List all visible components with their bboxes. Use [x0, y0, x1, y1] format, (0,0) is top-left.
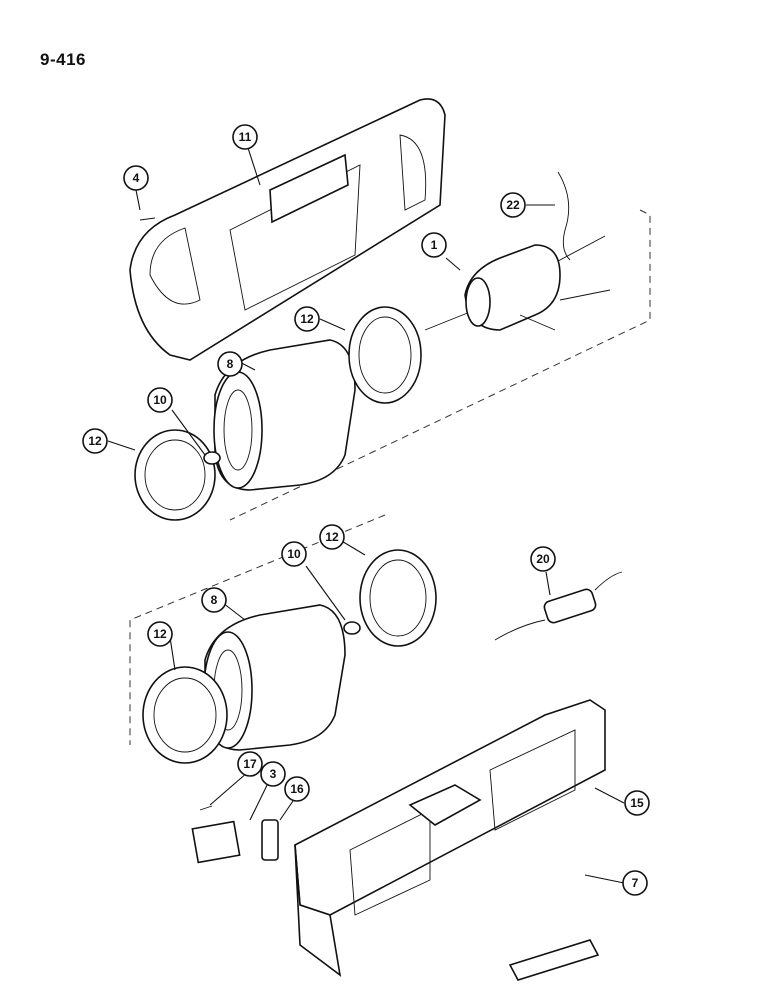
callout-17: 17 [237, 751, 263, 777]
lower-housing [294, 699, 606, 977]
callout-8-upper: 8 [217, 351, 243, 377]
upper-clamp [203, 451, 221, 465]
svg-text:12: 12 [88, 434, 102, 448]
callout-12-upper-left: 12 [82, 428, 108, 454]
svg-text:7: 7 [632, 876, 639, 890]
clip [261, 819, 279, 861]
callout-3: 3 [260, 761, 286, 787]
page-number: 9-416 [40, 50, 86, 69]
svg-text:12: 12 [325, 530, 339, 544]
callout-10-lower: 10 [281, 541, 307, 567]
svg-text:17: 17 [243, 757, 257, 771]
screw-17 [199, 805, 213, 811]
svg-text:4: 4 [133, 171, 140, 185]
svg-text:1: 1 [431, 238, 438, 252]
svg-text:10: 10 [287, 547, 301, 561]
group-outline-upper [229, 209, 651, 521]
svg-text:12: 12 [153, 627, 167, 641]
svg-text:8: 8 [211, 593, 218, 607]
upper-housing [129, 98, 446, 361]
svg-text:12: 12 [300, 312, 314, 326]
speed-resistor [191, 820, 241, 864]
upper-ring-left [134, 429, 216, 521]
lower-clamp [343, 621, 361, 635]
callout-22: 22 [500, 192, 526, 218]
svg-text:16: 16 [290, 782, 304, 796]
callout-7: 7 [622, 870, 648, 896]
callout-1: 1 [421, 232, 447, 258]
callout-10-upper: 10 [147, 387, 173, 413]
lower-ring-right [359, 549, 437, 647]
svg-text:20: 20 [536, 552, 550, 566]
lower-ring-left [142, 666, 228, 764]
svg-text:22: 22 [506, 198, 520, 212]
svg-text:11: 11 [239, 130, 252, 144]
screw-4 [139, 217, 156, 221]
callout-20: 20 [530, 546, 556, 572]
svg-text:10: 10 [153, 393, 167, 407]
callout-4: 4 [123, 165, 149, 191]
svg-text:3: 3 [270, 767, 277, 781]
callout-16: 16 [284, 776, 310, 802]
callout-12-upper-right: 12 [294, 306, 320, 332]
callout-11: 11 [232, 124, 258, 150]
callout-8-lower: 8 [201, 587, 227, 613]
callout-12-lower-left: 12 [147, 621, 173, 647]
callout-15: 15 [624, 790, 650, 816]
seal-strip [508, 939, 600, 981]
ground-wire [557, 171, 571, 261]
svg-text:15: 15 [630, 796, 644, 810]
svg-text:8: 8 [227, 357, 234, 371]
capacitor-assembly [494, 571, 623, 641]
blower-motor [424, 235, 611, 331]
callout-12-lower-right: 12 [319, 524, 345, 550]
upper-blower-wheel [213, 339, 356, 491]
upper-ring-right [348, 306, 422, 404]
